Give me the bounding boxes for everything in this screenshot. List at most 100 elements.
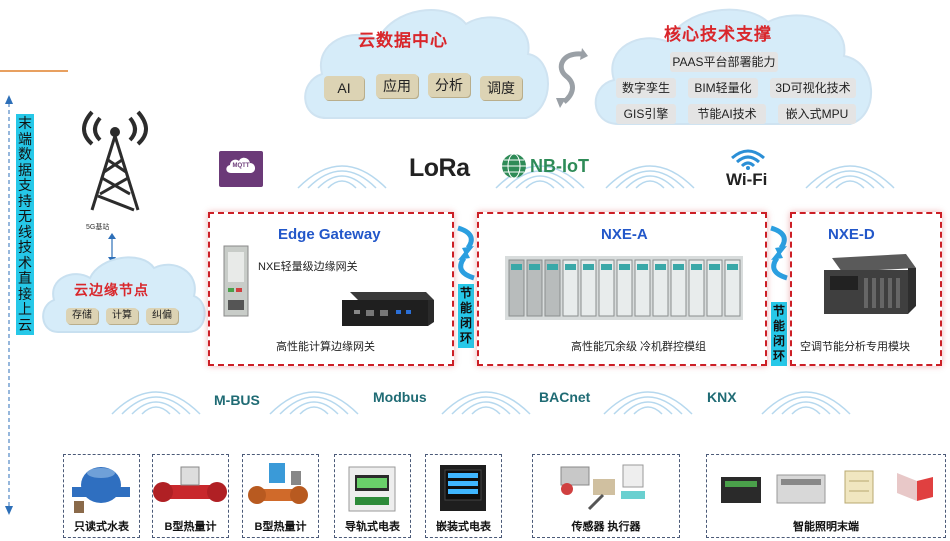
- module-indicator: [691, 264, 702, 270]
- core-tech-title: 核心技术支撑: [664, 25, 772, 44]
- chip-correction: 纠偏: [146, 308, 178, 324]
- nxe-a-title: NXE-A: [601, 226, 648, 243]
- edge-gateway-box: Edge Gateway NXE轻量级边缘网关 高性能计算边缘网关: [208, 212, 454, 366]
- protocol-bacnet: BACnet: [539, 389, 591, 405]
- module-indicator: [547, 264, 558, 270]
- signal-fan: [603, 391, 693, 415]
- module-indicator: [709, 264, 720, 270]
- edge-gateway-title: Edge Gateway: [278, 226, 381, 243]
- module-indicator: [565, 264, 576, 270]
- chip-mpu: 嵌入式MPU: [778, 104, 856, 124]
- device-label: B型热量计: [164, 521, 217, 533]
- protocol-knx: KNX: [707, 389, 737, 405]
- chip-analysis: 分析: [428, 73, 470, 97]
- rack-module: [688, 259, 705, 317]
- device-label: 只读式水表: [74, 521, 129, 533]
- module-indicator: [601, 264, 612, 270]
- rack-module: [562, 259, 579, 317]
- chip-bim: BIM轻量化: [688, 78, 758, 98]
- chip-compute: 计算: [106, 308, 138, 324]
- wifi-label: Wi-Fi: [726, 170, 768, 189]
- device-heat-meter-2: B型热量计: [242, 454, 319, 538]
- edge-cloud-title: 云边缘节点: [74, 282, 149, 298]
- rack-module: [706, 259, 723, 317]
- module-indicator: [529, 264, 540, 270]
- top-left-divider: [0, 70, 68, 72]
- rack-module: [544, 259, 561, 317]
- chip-3d: 3D可视化技术: [770, 78, 856, 98]
- protocol-modbus: Modbus: [373, 389, 427, 405]
- chip-dispatch: 调度: [480, 76, 522, 100]
- nbiot-label: NB-IoT: [530, 156, 589, 176]
- chip-gis: GIS引擎: [616, 104, 676, 124]
- rack-module: [724, 259, 741, 317]
- chip-ai-energy: 节能AI技术: [688, 104, 766, 124]
- cloud-center-title: 云数据中心: [358, 31, 448, 50]
- cloud-core-tech: 核心技术支撑 PAAS平台部署能力 数字孪生 BIM轻量化 3D可视化技术 GI…: [588, 0, 884, 135]
- nxe-d-caption: 空调节能分析专用模块: [800, 341, 910, 353]
- sensors-image: [560, 464, 645, 511]
- chip-digital-twin: 数字孪生: [616, 78, 676, 98]
- cloud-data-center: 云数据中心 AI 应用 分析 调度: [296, 0, 554, 135]
- edge-cloud-node: 云边缘节点 存储 计算 纠偏: [38, 248, 206, 340]
- rack-module: [616, 259, 633, 317]
- compute-gateway-device: [342, 292, 434, 326]
- chip-ai: AI: [324, 76, 364, 100]
- signal-fan: [297, 165, 387, 189]
- cell-tower-icon: [82, 110, 148, 212]
- rack-module: [598, 259, 615, 317]
- loop-arrows-icon: [457, 225, 475, 281]
- module-indicator: [655, 264, 666, 270]
- device-label: 传感器 执行器: [571, 521, 641, 533]
- chip-storage: 存储: [66, 308, 98, 324]
- device-panel-meter: 嵌装式电表: [425, 454, 502, 538]
- rack-module: [652, 259, 669, 317]
- module-indicator: [511, 264, 522, 270]
- signal-fan: [269, 391, 359, 415]
- device-heat-meter-1: B型热量计: [152, 454, 229, 538]
- nxe-d-device: [824, 254, 916, 314]
- nxe-a-caption: 高性能冗余级 冷机群控模组: [571, 341, 707, 353]
- device-smart-lighting: 智能照明末端: [706, 454, 946, 538]
- rail-meter-image: [348, 466, 396, 512]
- signal-fan: [761, 391, 851, 415]
- rack-module: [508, 259, 525, 317]
- protocol-mbus: M-BUS: [214, 392, 260, 408]
- rack-module: [634, 259, 651, 317]
- device-label: 导轨式电表: [345, 521, 400, 533]
- rack-module: [580, 259, 597, 317]
- nbiot-logo: NB-IoT: [500, 152, 590, 182]
- water-meter-image: [72, 467, 130, 513]
- cloud-icon: [226, 157, 256, 173]
- side-banner: 末端数据支持无线技术直接上云: [16, 114, 34, 335]
- vertical-arrow: [5, 95, 13, 515]
- heat-meter-image: [153, 466, 227, 502]
- globe-icon: [502, 153, 526, 179]
- module-indicator: [727, 264, 738, 270]
- device-sensors-actuators: 传感器 执行器: [532, 454, 680, 538]
- wifi-icon: [731, 149, 765, 170]
- panel-meter-image: [440, 465, 486, 511]
- module-indicator: [673, 264, 684, 270]
- device-label: 嵌装式电表: [436, 521, 491, 533]
- signal-fan: [111, 391, 201, 415]
- device-water-meter: 只读式水表: [63, 454, 140, 538]
- heat-meter-image: [248, 463, 308, 504]
- wifi-logo: Wi-Fi: [726, 146, 770, 192]
- light-gateway-caption: NXE轻量级边缘网关: [258, 261, 358, 273]
- signal-fan: [605, 165, 695, 189]
- module-indicator: [583, 264, 594, 270]
- chip-paas: PAAS平台部署能力: [670, 52, 778, 72]
- loop-arrows-icon: [770, 225, 788, 281]
- signal-fan: [805, 165, 895, 189]
- nxe-d-title: NXE-D: [828, 226, 875, 243]
- cloud-shape: [304, 9, 549, 119]
- chip-app: 应用: [376, 74, 418, 98]
- compute-gateway-caption: 高性能计算边缘网关: [276, 341, 375, 353]
- nxe-a-box: NXE-A 高性能冗余级 冷机群控模组: [477, 212, 767, 366]
- signal-fan: [495, 165, 585, 189]
- light-gateway-device: [223, 245, 249, 317]
- lora-logo: LoRa: [409, 154, 470, 182]
- tower-label: 5G基站: [86, 224, 110, 231]
- sync-arrows-icon: [556, 48, 588, 108]
